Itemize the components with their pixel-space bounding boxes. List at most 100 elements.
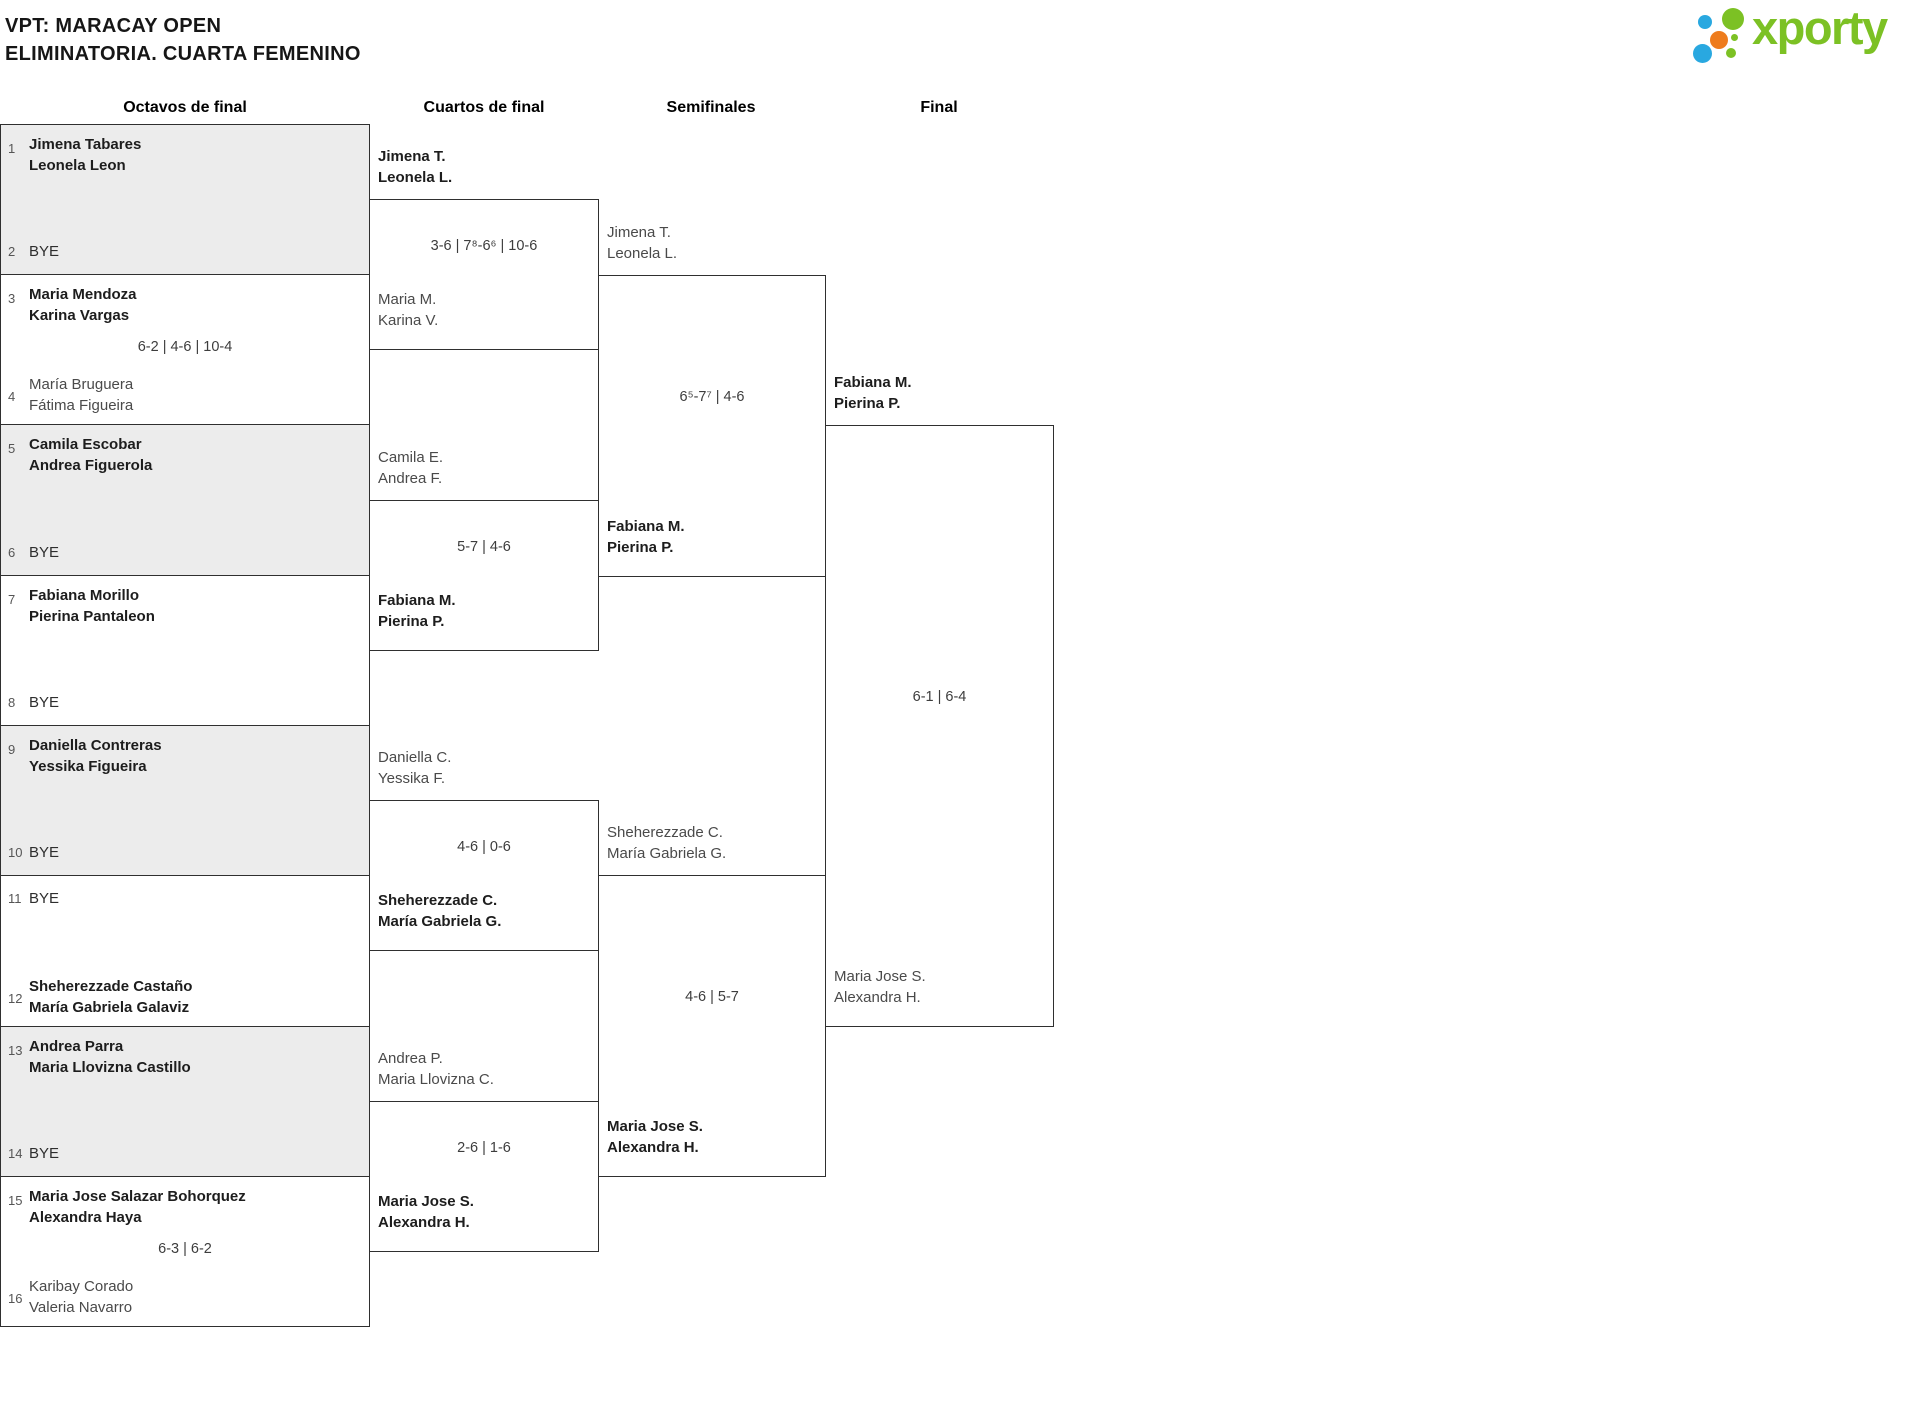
match-score: 2-6 | 1-6	[457, 1139, 511, 1156]
seed-number: 12	[8, 991, 23, 1006]
player-name: Maria Mendoza	[29, 286, 137, 303]
team-names: Maria Jose S. Alexandra H.	[834, 966, 926, 1008]
match-score: 6-1 | 6-4	[912, 689, 967, 705]
team-names: Daniella C. Yessika F.	[378, 747, 451, 789]
team-names: Daniella Contreras Yessika Figueira	[29, 735, 365, 777]
team-names: Maria Jose S. Alexandra H.	[378, 1191, 474, 1233]
player-name: Leonela L.	[378, 169, 453, 186]
team-names: Maria Mendoza Karina Vargas	[29, 284, 365, 326]
xporty-logo[interactable]: xporty	[1690, 1, 1915, 86]
player-name: Jimena T.	[378, 148, 446, 165]
seed-number: 7	[8, 592, 16, 607]
player-name: Pierina Pantaleon	[29, 608, 155, 625]
team-names: Fabiana Morillo Pierina Pantaleon	[29, 585, 365, 627]
player-name: Maria Jose S.	[378, 1193, 474, 1210]
tournament-name: VPT: MARACAY OPEN	[5, 15, 222, 37]
bracket-subtitle: ELIMINATORIA. CUARTA FEMENINO	[5, 43, 361, 65]
player-name: Fabiana M.	[607, 518, 685, 535]
team-names: Fabiana M. Pierina P.	[607, 516, 685, 558]
team-names: Maria M. Karina V.	[378, 289, 438, 331]
player-name: Fátima Figueira	[29, 397, 134, 414]
player-name: Andrea P.	[378, 1050, 443, 1067]
match-score: 3-6 | 7⁸-6⁶ | 10-6	[430, 237, 538, 254]
player-name: Leonela Leon	[29, 157, 126, 174]
logo-dot-icon	[1710, 31, 1728, 49]
player-name: Yessika F.	[378, 770, 445, 787]
player-name: María Gabriela G.	[607, 845, 727, 862]
team-names: Fabiana M. Pierina P.	[834, 372, 912, 414]
bye-label: BYE	[29, 544, 60, 561]
team-names: Jimena T. Leonela L.	[378, 146, 452, 188]
player-name: Valeria Navarro	[29, 1299, 133, 1316]
octavos-match-7: 13 Andrea Parra Maria Llovizna Castillo …	[0, 1026, 370, 1177]
logo-dot-icon	[1698, 15, 1712, 29]
player-name: Karina V.	[378, 312, 439, 329]
player-name: Jimena T.	[607, 224, 671, 241]
player-name: Alexandra H.	[378, 1214, 470, 1231]
round-header-octavos: Octavos de final	[123, 99, 247, 116]
player-name: Daniella Contreras	[29, 737, 162, 754]
team-names: Fabiana M. Pierina P.	[378, 590, 456, 632]
player-name: María Gabriela G.	[378, 913, 502, 930]
seed-number: 10	[8, 845, 23, 860]
player-name: Andrea F.	[378, 470, 443, 487]
round-header-final: Final	[920, 99, 958, 116]
octavos-match-2: 3 Maria Mendoza Karina Vargas 6-2 | 4-6 …	[0, 274, 370, 425]
match-score: 6⁵-7⁷ | 4-6	[679, 389, 745, 405]
match-score: 4-6 | 0-6	[457, 838, 511, 855]
player-name: Maria M.	[378, 291, 437, 308]
logo-dot-icon	[1726, 48, 1736, 58]
player-name: Andrea Figuerola	[29, 457, 153, 474]
seed-number: 3	[8, 291, 16, 306]
player-name: Fabiana M.	[834, 374, 912, 391]
player-name: Fabiana Morillo	[29, 587, 140, 604]
team-names: Maria Jose Salazar Bohorquez Alexandra H…	[29, 1186, 365, 1228]
seed-number: 9	[8, 742, 16, 757]
team-names: Sheherezzade C. María Gabriela G.	[378, 890, 501, 932]
cuartos-match-2: Camila E. Andrea F. 5-7 | 4-6 Fabiana M.…	[369, 449, 599, 651]
bye-label: BYE	[29, 694, 60, 711]
player-name: Alexandra H.	[607, 1139, 699, 1156]
player-name: Jimena Tabares	[29, 136, 142, 153]
cuartos-match-3: Daniella C. Yessika F. 4-6 | 0-6 Shehere…	[369, 749, 599, 951]
match-score: 6-2 | 4-6 | 10-4	[137, 338, 233, 355]
player-name: Pierina P.	[378, 613, 445, 630]
seed-number: 8	[8, 695, 16, 710]
team-names: Andrea Parra Maria Llovizna Castillo	[29, 1036, 365, 1078]
player-name: Sheherezzade C.	[378, 892, 498, 909]
player-name: Alexandra Haya	[29, 1209, 142, 1226]
octavos-match-5: 9 Daniella Contreras Yessika Figueira 10…	[0, 725, 370, 876]
team-names: Camila E. Andrea F.	[378, 447, 443, 489]
seed-number: 5	[8, 441, 16, 456]
final-match: Fabiana M. Pierina P. 6-1 | 6-4 Maria Jo…	[825, 374, 1054, 1027]
match-score: 5-7 | 4-6	[457, 538, 511, 555]
player-name: Karibay Corado	[29, 1278, 134, 1295]
logo-dot-icon	[1731, 34, 1738, 41]
semifinal-match-1: Jimena T. Leonela L. 6⁵-7⁷ | 4-6 Fabiana…	[598, 224, 826, 577]
octavos-match-4: 7 Fabiana Morillo Pierina Pantaleon 8 BYE	[0, 575, 370, 726]
player-name: Fabiana M.	[378, 592, 456, 609]
cuartos-match-4: Andrea P. Maria Llovizna C. 2-6 | 1-6 Ma…	[369, 1050, 599, 1252]
seed-number: 15	[8, 1193, 23, 1208]
seed-number: 11	[8, 891, 22, 906]
player-name: Alexandra H.	[834, 989, 921, 1006]
round-header-cuartos: Cuartos de final	[423, 99, 545, 116]
bye-label: BYE	[29, 1145, 60, 1162]
player-name: Pierina P.	[607, 539, 674, 556]
round-header-semifinales: Semifinales	[666, 99, 756, 116]
team-names: Maria Jose S. Alexandra H.	[607, 1116, 703, 1158]
player-name: Daniella C.	[378, 749, 452, 766]
octavos-match-8: 15 Maria Jose Salazar Bohorquez Alexandr…	[0, 1176, 370, 1327]
player-name: Maria Jose S.	[607, 1118, 703, 1135]
seed-number: 14	[8, 1146, 23, 1161]
player-name: Maria Llovizna C.	[378, 1071, 494, 1088]
player-name: María Gabriela Galaviz	[29, 999, 190, 1016]
player-name: Yessika Figueira	[29, 758, 147, 775]
team-names: Jimena T. Leonela L.	[607, 222, 677, 264]
